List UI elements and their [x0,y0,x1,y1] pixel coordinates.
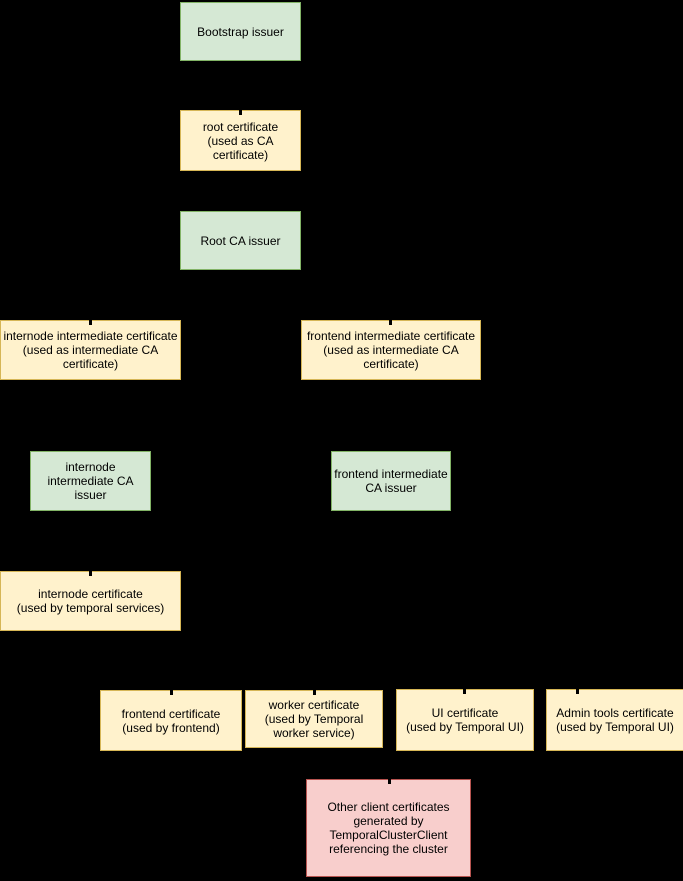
node-label-line: frontend intermediate certificate [306,329,476,343]
node-label-line: worker certificate [268,698,360,712]
node-label-line: UI certificate [431,706,499,720]
node-label: Bootstrap issuer [197,25,284,39]
node-label-line: TemporalClusterClient [329,828,448,842]
node-label-line: (used by frontend) [122,720,220,735]
node-label: Admin tools certificate(used by Temporal… [556,706,674,734]
node-label: Root CA issuer [200,234,280,248]
bootstrap-issuer-box: Bootstrap issuer [180,2,301,61]
internode-certificate-box: internode certificate(used by temporal s… [0,569,181,631]
frontend-intermediate-certificate-box: frontend intermediate certificate(used a… [301,318,481,380]
node-label-line: certificate) [212,147,269,162]
node-label-line: referencing the cluster [329,842,448,856]
node-label-line: (used by temporal services) [16,601,165,615]
node-label-line: (used as CA [207,133,274,148]
node-label: UI certificate(used by Temporal UI) [406,706,524,734]
node-label-line: internode certificate [38,587,143,601]
node-label-line: Root CA issuer [200,233,281,248]
node-label: internode intermediate certificate(used … [3,329,177,371]
arrowhead-tip-icon [239,108,242,115]
node-label-line: generated by [353,814,424,828]
ui-certificate-box: UI certificate(used by Temporal UI) [396,687,534,751]
node-label-line: intermediate CA [47,474,134,488]
node-label: frontend intermediate certificate(used a… [307,329,475,371]
internode-intermediate-certificate-box: internode intermediate certificate(used … [0,318,181,380]
root-ca-issuer-box: Root CA issuer [180,211,301,270]
frontend-certificate-box: frontend certificate(used by frontend) [100,688,242,751]
node-label-line: internode intermediate certificate [3,329,178,343]
node-label-line: Other client certificates [327,800,450,814]
arrowhead-tip-icon [170,688,173,695]
arrowhead-tip-icon [576,687,579,694]
node-label: frontend certificate(used by frontend) [122,707,221,735]
arrowhead-tip-icon [89,569,92,576]
arrowhead-tip-icon [89,318,92,325]
arrowhead-tip-icon [313,688,316,695]
arrowhead-tip-icon [389,318,392,325]
arrowhead-tip-icon [463,687,466,694]
node-label-line: (used by Temporal [264,712,364,726]
node-label-line: frontend intermediate [334,467,448,481]
node-label-line: (used by Temporal UI) [406,720,524,734]
node-label: internode certificate(used by temporal s… [17,587,164,615]
admin-tools-certificate-box: Admin tools certificate(used by Temporal… [546,687,683,751]
node-label-line: internode [65,460,116,474]
arrowhead-tip-icon [388,777,391,784]
node-label-line: Bootstrap issuer [197,24,284,39]
node-label-line: (used as intermediate CA [323,343,459,357]
node-label-line: (used as intermediate CA [22,343,159,357]
node-label-line: frontend certificate [121,706,221,721]
node-label-line: issuer [74,488,107,502]
node-label-line: (used by Temporal UI) [556,720,674,734]
node-label-line: certificate) [62,357,119,371]
node-label-line: worker service) [273,726,355,740]
node-label-line: certificate) [363,357,419,371]
node-label-line: Admin tools certificate [556,706,674,720]
node-label-line: root certificate [202,119,279,134]
node-label-line: CA issuer [365,481,417,495]
